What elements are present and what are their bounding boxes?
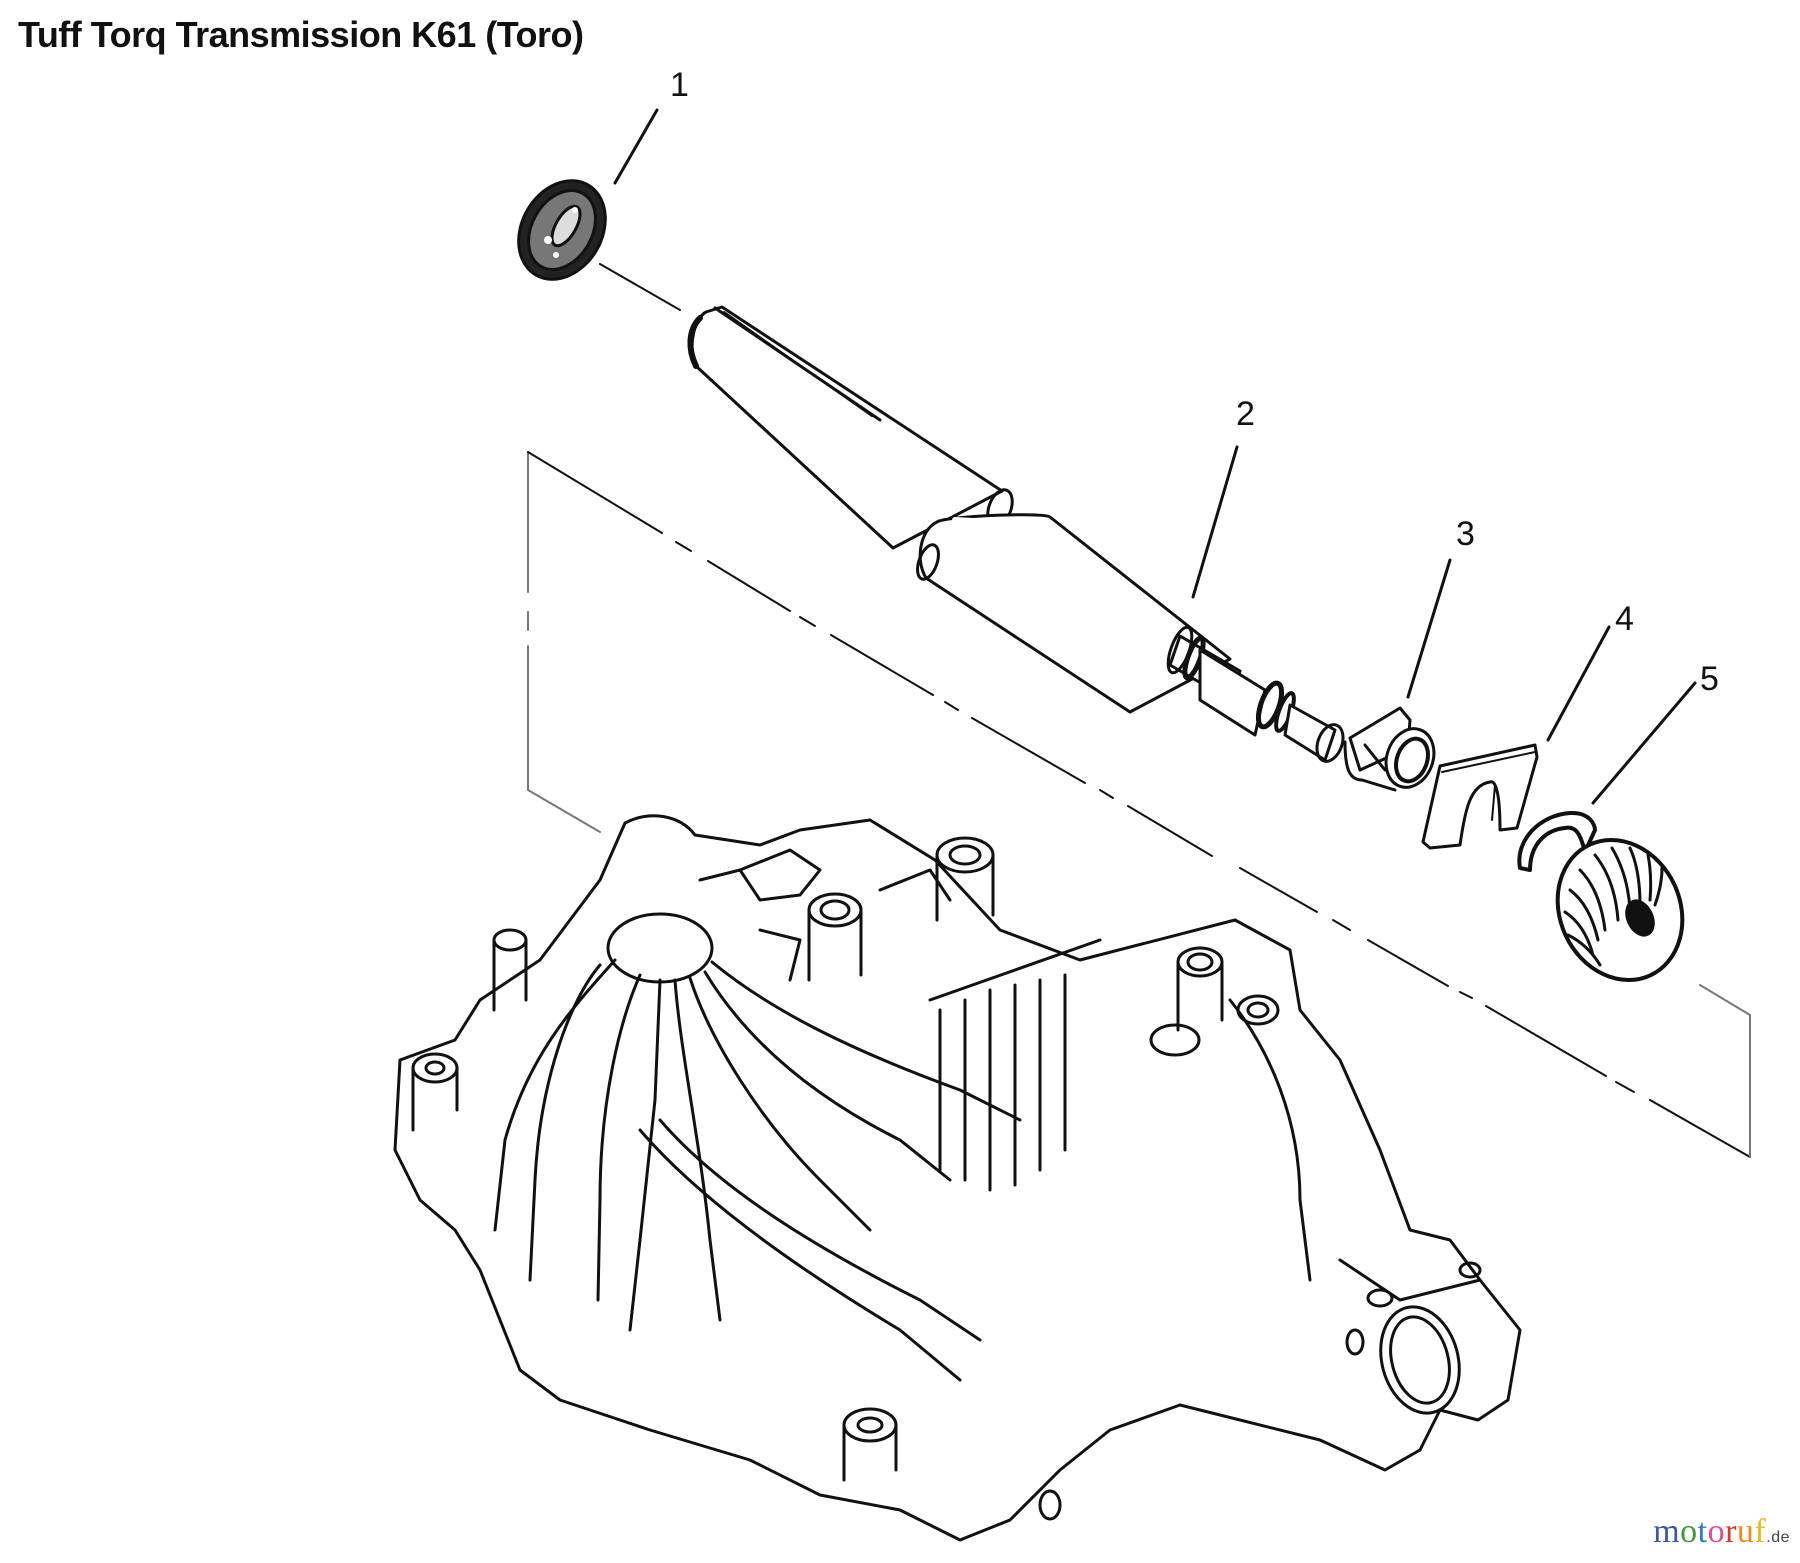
callout-4: 4 bbox=[1615, 600, 1634, 638]
seal-part-1 bbox=[517, 179, 607, 281]
watermark-letter: m bbox=[1653, 1513, 1681, 1550]
bevel-gear-part-5 bbox=[1555, 837, 1685, 983]
watermark-letter: o bbox=[1707, 1513, 1726, 1550]
bushing-part-3 bbox=[1343, 706, 1436, 792]
diagram-title: Tuff Torq Transmission K61 (Toro) bbox=[18, 14, 584, 55]
watermark-logo: motoruf.de bbox=[1653, 1513, 1790, 1551]
snap-ring-part-5 bbox=[1517, 810, 1597, 872]
retainer-plate-part-4 bbox=[1421, 743, 1539, 850]
assembly-axis-lines bbox=[527, 263, 1751, 1158]
callout-1: 1 bbox=[670, 66, 689, 104]
callout-3: 3 bbox=[1456, 515, 1475, 553]
leader-lines bbox=[613, 108, 1697, 805]
callout-5: 5 bbox=[1700, 660, 1719, 698]
watermark-letter: r bbox=[1725, 1513, 1737, 1550]
transmission-housing bbox=[393, 814, 1522, 1542]
watermark-letter: t bbox=[1697, 1513, 1708, 1550]
callout-2: 2 bbox=[1236, 395, 1255, 433]
watermark-suffix: .de bbox=[1766, 1529, 1790, 1546]
watermark-letter: f bbox=[1754, 1513, 1767, 1550]
watermark-letter: u bbox=[1736, 1513, 1755, 1550]
watermark-letter: o bbox=[1680, 1513, 1698, 1550]
axle-shaft-part-2 bbox=[687, 305, 1345, 763]
